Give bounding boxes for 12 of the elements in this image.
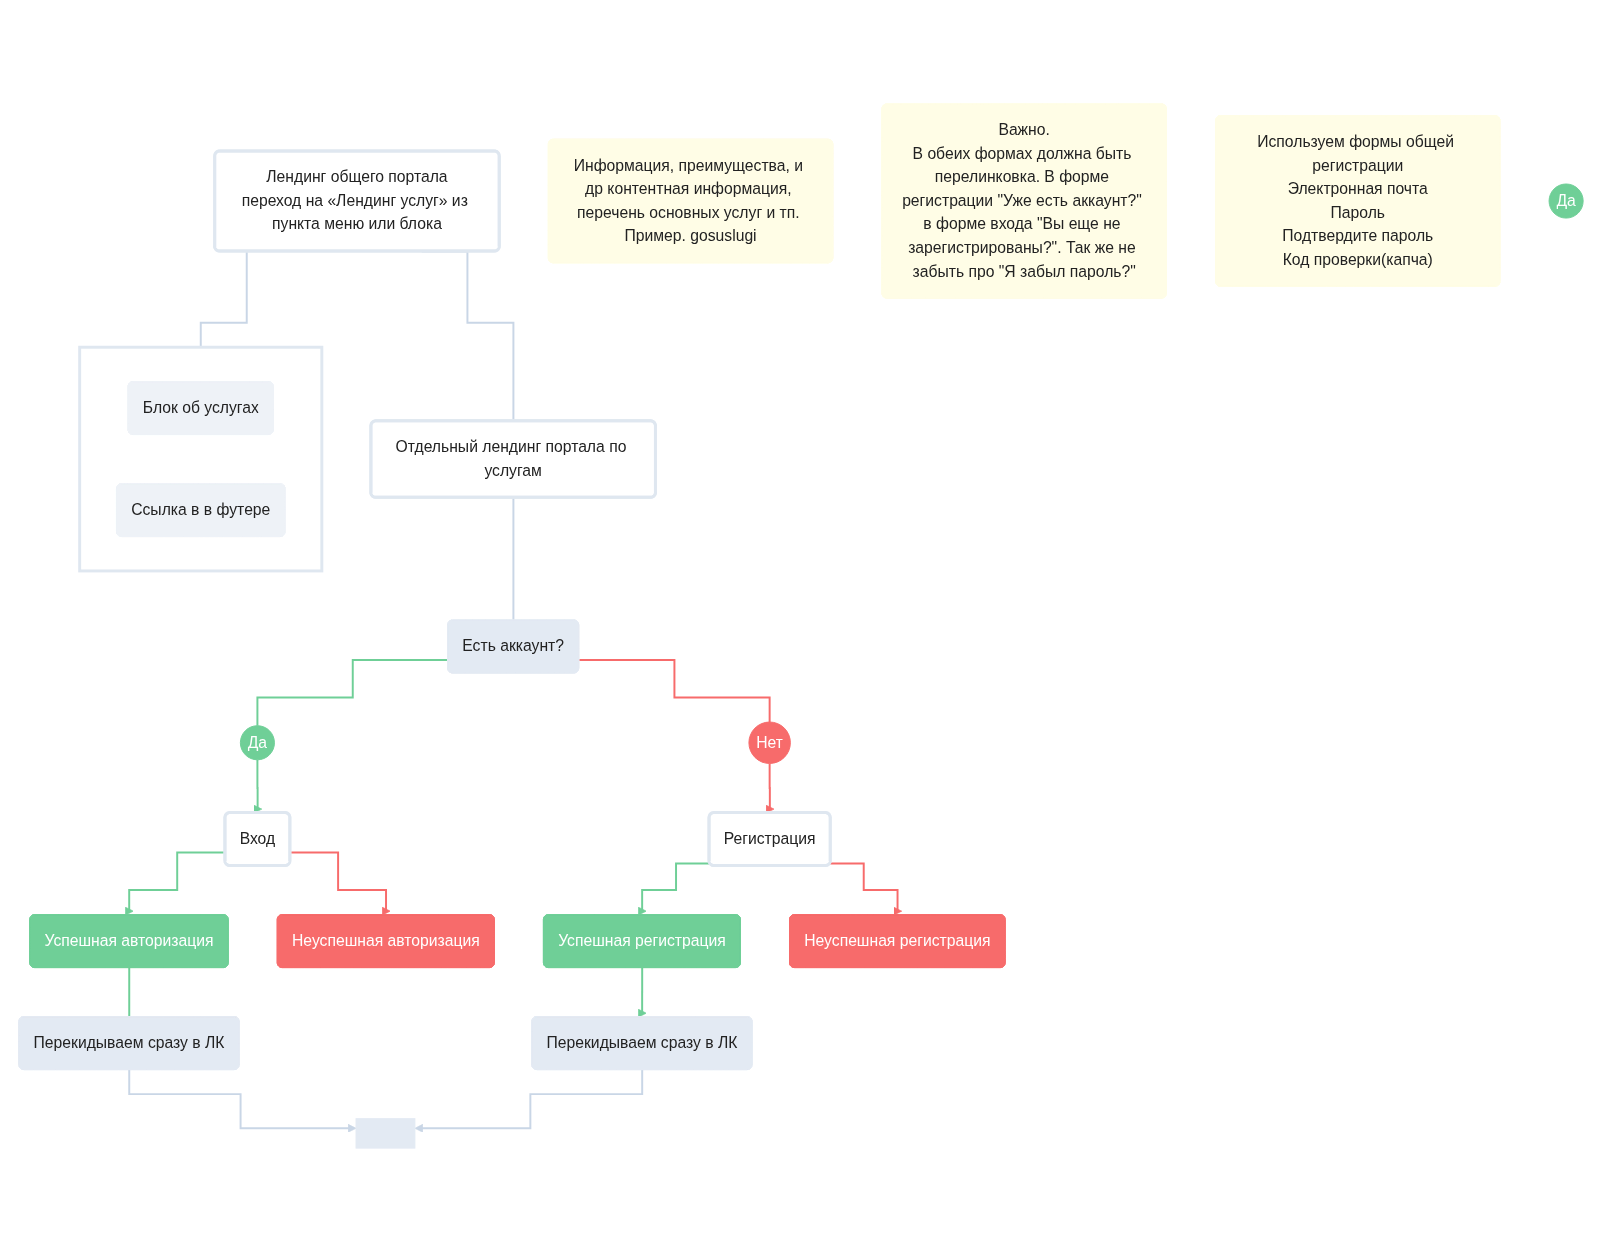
arrow <box>828 862 902 916</box>
arrow <box>413 1069 643 1133</box>
cluster <box>77 345 323 573</box>
arrow <box>127 1069 356 1133</box>
node-box <box>355 1118 415 1149</box>
node-circle: Нет <box>747 721 791 764</box>
connector <box>255 659 449 727</box>
arrow <box>637 967 647 1018</box>
node-circle: Да <box>1548 183 1584 219</box>
arrow <box>637 862 711 916</box>
node-circle: Да <box>239 725 275 761</box>
connector <box>577 659 771 723</box>
